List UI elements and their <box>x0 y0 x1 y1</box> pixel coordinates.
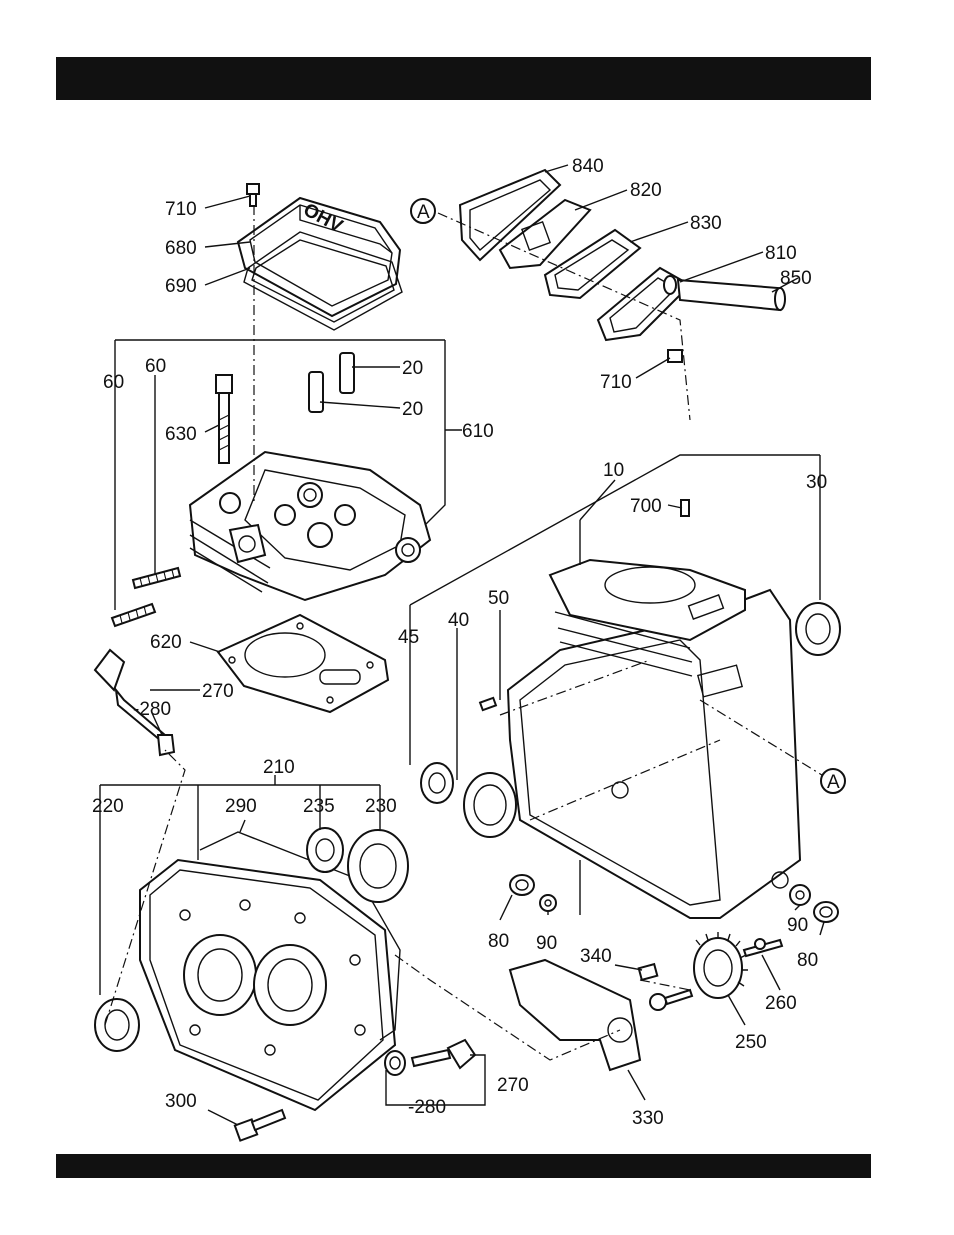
governor-plate <box>510 960 640 1070</box>
main-bearing-cover <box>140 860 395 1110</box>
bearing-230 <box>348 830 408 902</box>
callout-45: 45 <box>398 627 419 648</box>
dowel-pin-50 <box>480 698 496 710</box>
callout-270-lower: 270 <box>497 1075 529 1096</box>
callout-340: 340 <box>580 946 612 967</box>
callout-810: 810 <box>765 243 797 264</box>
head-bolt <box>216 375 232 463</box>
callout-40: 40 <box>448 610 469 631</box>
callout-300: 300 <box>165 1091 197 1112</box>
callout-220: 220 <box>92 796 124 817</box>
callout-610: 610 <box>462 421 494 442</box>
callout-850: 850 <box>780 268 812 289</box>
callout-700: 700 <box>630 496 662 517</box>
callout-60-left: 60 <box>103 372 124 393</box>
callout-680: 680 <box>165 238 197 259</box>
callout-30: 30 <box>806 472 827 493</box>
cover-bolt <box>247 184 259 206</box>
callout-60-right: 60 <box>145 356 166 377</box>
callout-20-upper: 20 <box>402 358 423 379</box>
callout-10: 10 <box>603 460 624 481</box>
callout-90-right: 90 <box>787 915 808 936</box>
governor-shaft <box>744 939 782 956</box>
callout-830: 830 <box>690 213 722 234</box>
callout-280-lower: -280 <box>408 1097 446 1118</box>
ref-letter-a-right: A <box>827 772 840 793</box>
callout-710-right: 710 <box>600 372 632 393</box>
bolt-300 <box>235 1110 285 1141</box>
crankcase <box>508 560 800 918</box>
callout-50: 50 <box>488 588 509 609</box>
callout-330: 330 <box>632 1108 664 1129</box>
oil-gauge-lower <box>385 1040 475 1075</box>
head-gasket <box>218 615 388 712</box>
bearing-235 <box>307 828 343 872</box>
oil-seal-30 <box>796 603 840 655</box>
callout-690: 690 <box>165 276 197 297</box>
drain-plug-80a <box>510 875 534 895</box>
washer-90b <box>790 885 810 905</box>
washer-90a <box>540 895 556 911</box>
breather-assembly <box>460 170 785 362</box>
oil-seal-220 <box>95 999 139 1051</box>
drain-plug-80b <box>814 902 838 922</box>
bolt-340 <box>639 964 658 980</box>
callout-290: 290 <box>225 796 257 817</box>
callout-630: 630 <box>165 424 197 445</box>
bearing-40 <box>464 773 516 837</box>
callout-250: 250 <box>735 1032 767 1053</box>
callout-80-right: 80 <box>797 950 818 971</box>
callout-90-left: 90 <box>536 933 557 954</box>
ref-letter-a-top: A <box>417 202 430 223</box>
callout-280-upper: -280 <box>133 699 171 720</box>
callout-260: 260 <box>765 993 797 1014</box>
seal-45 <box>421 763 453 803</box>
callout-230: 230 <box>365 796 397 817</box>
callout-710-top: 710 <box>165 199 197 220</box>
dowel-pin-700 <box>681 500 689 516</box>
callout-20-lower: 20 <box>402 399 423 420</box>
cylinder-head <box>190 452 430 600</box>
callout-840: 840 <box>572 156 604 177</box>
callout-210: 210 <box>263 757 295 778</box>
governor-lever <box>650 990 692 1010</box>
callout-270-upper: 270 <box>202 681 234 702</box>
callout-235: 235 <box>303 796 335 817</box>
studs <box>112 568 180 626</box>
governor-gear <box>694 932 748 998</box>
callout-620: 620 <box>150 632 182 653</box>
callout-80-left: 80 <box>488 931 509 952</box>
callout-820: 820 <box>630 180 662 201</box>
